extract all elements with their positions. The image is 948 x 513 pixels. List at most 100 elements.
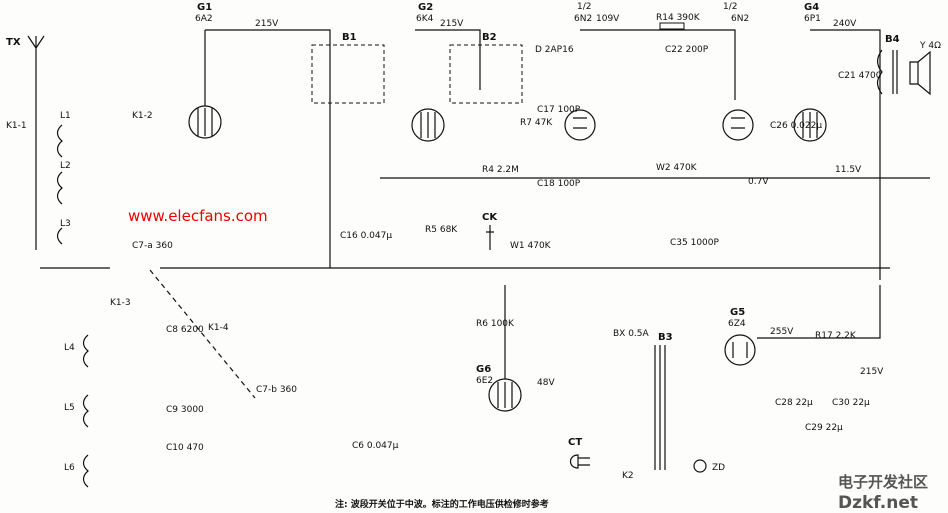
g4-ref: G4 bbox=[804, 2, 819, 13]
g4-plate-rail bbox=[810, 29, 881, 280]
c6-label: C6 0.047μ bbox=[352, 441, 399, 451]
switch-k13-label: K1-3 bbox=[110, 298, 131, 308]
g2-voltage: 215V bbox=[440, 19, 464, 29]
c17-label: C17 100P bbox=[537, 105, 581, 115]
antenna-label: TX bbox=[6, 37, 21, 48]
g5-ref: G5 bbox=[730, 307, 745, 318]
jack-ck bbox=[486, 225, 494, 250]
speaker-label: Y 4Ω bbox=[919, 41, 941, 51]
power-rail bbox=[757, 285, 881, 339]
diode-label: D 2AP16 bbox=[535, 45, 574, 55]
g2-ref: G2 bbox=[418, 2, 433, 13]
switch-k12-label: K1-2 bbox=[132, 111, 153, 121]
g3a-type: 6N2 bbox=[574, 14, 592, 24]
g3b-type: 6N2 bbox=[731, 14, 749, 24]
c18-label: C18 100P bbox=[537, 179, 581, 189]
l3-label: L3 bbox=[60, 219, 71, 229]
g1-ref: G1 bbox=[197, 2, 212, 13]
c35-label: C35 1000P bbox=[670, 238, 720, 248]
c21-label: C21 4700 bbox=[838, 71, 882, 81]
g5-voltage: 255V bbox=[770, 327, 794, 337]
k2-label: K2 bbox=[622, 471, 634, 481]
c7a-label: C7-a 360 bbox=[132, 241, 173, 251]
g6-voltage: 48V bbox=[537, 378, 555, 388]
b3-label: B3 bbox=[658, 332, 673, 343]
antenna-symbol bbox=[27, 35, 45, 250]
power-transformer-b3 bbox=[654, 345, 666, 470]
switch-k14-label: K1-4 bbox=[208, 323, 229, 333]
r17-label: R17 2.2K bbox=[815, 331, 857, 341]
g3-cathode-voltage: 0.7V bbox=[748, 177, 769, 187]
c16-label: C16 0.047μ bbox=[340, 231, 392, 241]
tube-g3b bbox=[722, 109, 754, 141]
footer-note: 注: 波段开关位于中波。标注的工作电压供检修时参考 bbox=[335, 498, 549, 510]
r14-label: R14 390K bbox=[656, 13, 701, 23]
transformer-b1 bbox=[311, 44, 385, 104]
ck-label: CK bbox=[482, 212, 498, 223]
fuse-label: BX 0.5A bbox=[613, 329, 650, 339]
coils-l4-l6 bbox=[82, 334, 89, 488]
l1-label: L1 bbox=[60, 111, 71, 121]
plug-ct bbox=[569, 454, 590, 469]
g3-plate-rail bbox=[580, 29, 736, 100]
g2-plate-rail bbox=[415, 29, 481, 90]
zd-label: ZD bbox=[712, 463, 725, 473]
g4-voltage: 240V bbox=[833, 19, 857, 29]
tube-g3a bbox=[564, 109, 596, 141]
g4-type: 6P1 bbox=[804, 14, 821, 24]
watermark: www.elecfans.com bbox=[128, 207, 268, 225]
g3a-voltage: 109V bbox=[596, 14, 620, 24]
pilot-lamp bbox=[693, 459, 707, 473]
gang-link-dashed bbox=[149, 269, 256, 399]
speaker-symbol bbox=[909, 50, 931, 96]
b1-label: B1 bbox=[342, 32, 357, 43]
c26-label: C26 0.022μ bbox=[770, 121, 822, 131]
c28-label: C28 22μ bbox=[775, 398, 813, 408]
rail-voltage-215: 215V bbox=[860, 367, 884, 377]
g2-type: 6K4 bbox=[416, 14, 434, 24]
l4-label: L4 bbox=[64, 343, 75, 353]
r7-label: R7 47K bbox=[520, 118, 553, 128]
g4-cathode-voltage: 11.5V bbox=[835, 165, 862, 175]
g3a-fraction: 1/2 bbox=[577, 2, 591, 12]
coils-l1-l3 bbox=[56, 124, 63, 245]
tube-g2 bbox=[411, 108, 445, 142]
resistor-r14 bbox=[659, 22, 685, 30]
transformer-b4 bbox=[876, 49, 898, 95]
tube-g6 bbox=[488, 285, 522, 412]
ct-label: CT bbox=[568, 437, 582, 448]
tube-g1 bbox=[188, 30, 222, 139]
tube-g5 bbox=[724, 334, 756, 366]
c29-label: C29 22μ bbox=[805, 423, 843, 433]
c7b-label: C7-b 360 bbox=[256, 385, 297, 395]
b-plus-rail bbox=[205, 29, 331, 268]
r5-label: R5 68K bbox=[425, 225, 458, 235]
logo-top: 电子开发社区 bbox=[838, 473, 928, 491]
w1-label: W1 470K bbox=[510, 241, 552, 251]
g3b-fraction: 1/2 bbox=[723, 2, 737, 12]
g1-voltage: 215V bbox=[255, 19, 279, 29]
l6-label: L6 bbox=[64, 463, 75, 473]
w2-label: W2 470K bbox=[656, 163, 698, 173]
tube-g4 bbox=[793, 108, 827, 142]
c10-label: C10 470 bbox=[166, 443, 204, 453]
b2-label: B2 bbox=[482, 32, 497, 43]
r6-label: R6 100K bbox=[476, 319, 515, 329]
c8-label: C8 6200 bbox=[166, 325, 204, 335]
g5-type: 6Z4 bbox=[728, 319, 746, 329]
c30-label: C30 22μ bbox=[832, 398, 870, 408]
switch-k11-label: K1-1 bbox=[6, 121, 27, 131]
logo-bottom: Dzkf.net bbox=[838, 493, 918, 513]
transformer-b2 bbox=[449, 44, 523, 104]
c9-label: C9 3000 bbox=[166, 405, 204, 415]
g6-ref: G6 bbox=[476, 364, 491, 375]
c22-label: C22 200P bbox=[665, 45, 709, 55]
l5-label: L5 bbox=[64, 403, 75, 413]
r4-label: R4 2.2M bbox=[482, 165, 519, 175]
b4-label: B4 bbox=[885, 34, 900, 45]
g6-type: 6E2 bbox=[476, 376, 493, 386]
l2-label: L2 bbox=[60, 161, 71, 171]
g1-type: 6A2 bbox=[195, 14, 213, 24]
